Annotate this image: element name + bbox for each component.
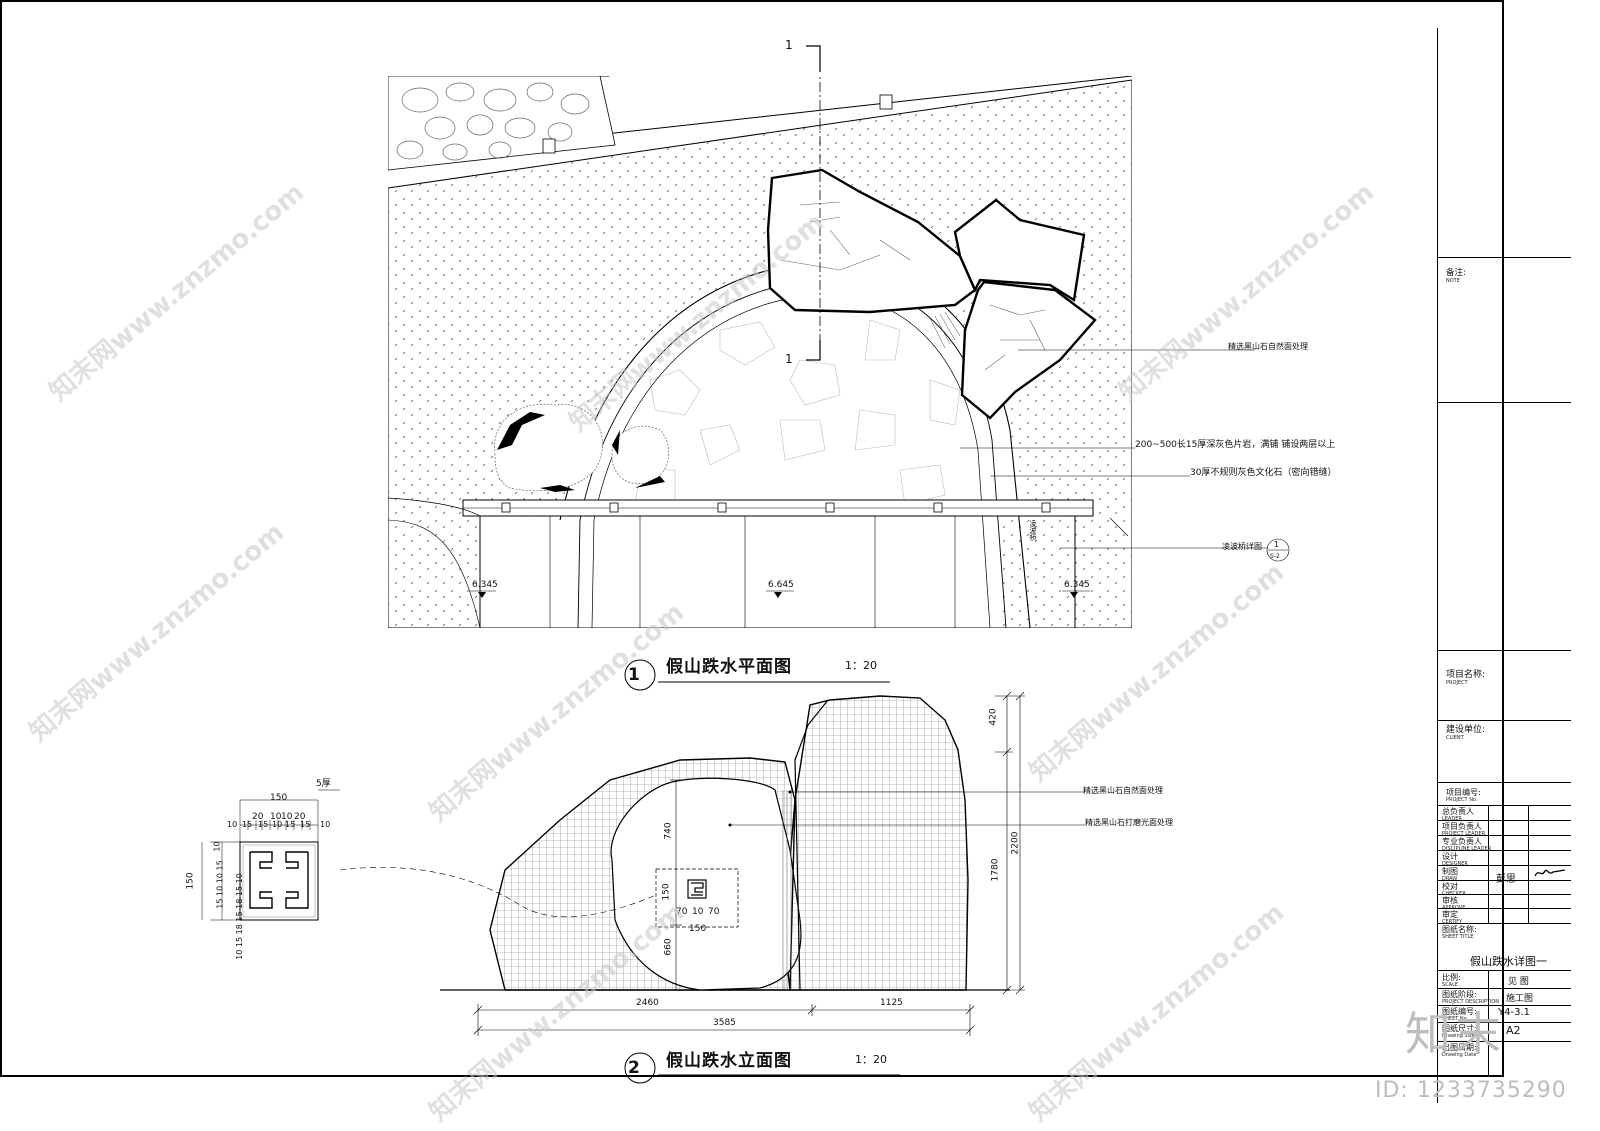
dim-1125: 1125 xyxy=(880,998,903,1008)
section-mark-bottom: 1 xyxy=(785,352,793,366)
bridge-label: 凌波桥 xyxy=(1029,520,1037,541)
drafter-signature xyxy=(1534,869,1566,877)
pattern-top-part-1: 20 xyxy=(252,812,264,822)
level-left: 6.345 xyxy=(472,580,498,590)
elevation-view xyxy=(339,691,1085,1036)
bridge-ref-sheet: S-2 xyxy=(1270,553,1280,560)
pattern-left-parts: 15 10 10 15 xyxy=(215,860,225,909)
sheet-title: 假山跌水详图一 xyxy=(1470,955,1547,968)
sheet-title-label: 图纸名称:SHEET TITLE xyxy=(1442,925,1477,940)
project-label: 项目名称:PROJECT xyxy=(1446,670,1486,687)
pattern-top-p2-2: 15 xyxy=(242,820,253,829)
level-right: 6.345 xyxy=(1064,580,1090,590)
pattern-top-part-3: 10 xyxy=(281,812,293,822)
dim-420: 420 xyxy=(988,708,999,726)
project-no-label: 项目编号:PROJECT No. xyxy=(1446,788,1481,803)
client-label: 建设单位:CLIENT xyxy=(1446,725,1486,742)
section-mark-top: 1 xyxy=(785,38,793,52)
pattern-top-p2-3: 15 xyxy=(258,820,269,829)
scale-label: 比例:SCALE xyxy=(1442,973,1461,988)
drafter-name: 彭思 xyxy=(1496,874,1516,885)
plan-callout-culture-stone: 30厚不规则灰色文化石（密向错缝） xyxy=(1190,468,1337,478)
desc-label: 图纸阶段:PROJECT DESCRIPTION xyxy=(1442,990,1500,1005)
pattern-detail xyxy=(201,789,340,921)
emblem-dim-a: 70 xyxy=(676,907,688,917)
emblem-dim-b: 10 xyxy=(692,907,704,917)
pattern-left-parts2: 10 15 18 15 18 15 10 xyxy=(234,873,244,960)
title-block: 备注:NOTE 项目名称:PROJECT 建设单位:CLIENT 项目编号:PR… xyxy=(1437,28,1571,1103)
sheet-no: Y4-3.1 xyxy=(1498,1007,1530,1018)
plan-title-number: 1 xyxy=(628,665,641,685)
sheet-no-label: 图纸编号:SHEET No. xyxy=(1442,1007,1477,1022)
pattern-top-p2-4: 10 xyxy=(272,820,283,829)
watermark-id: ID: 1233735290 xyxy=(1375,1078,1567,1103)
drawing-frame xyxy=(0,0,1504,1077)
pattern-top-p2-1: 10 xyxy=(227,820,238,829)
size-value: A2 xyxy=(1506,1024,1521,1037)
pattern-top-part-2: 10 xyxy=(270,812,282,822)
pattern-top-p2-6: 15 xyxy=(300,820,311,829)
pattern-inner-mid: 10 xyxy=(212,841,222,852)
elevation-scale: 1：20 xyxy=(855,1053,887,1066)
plan-callout-slate: 200~500长15厚深灰色片岩，满铺 铺设两层以上 xyxy=(1135,440,1336,450)
elevation-title-number: 2 xyxy=(628,1058,641,1078)
pattern-top-total: 150 xyxy=(270,793,288,803)
note-label: 备注:NOTE xyxy=(1446,268,1466,285)
plan-callout-rock: 精选黑山石自然面处理 xyxy=(1228,342,1308,351)
scale-value: 见 图 xyxy=(1508,977,1529,987)
plan-title: 假山跌水平面图 xyxy=(666,657,792,677)
date-label: 出图日期:Drawing Date xyxy=(1442,1043,1477,1058)
pattern-thickness: 5厚 xyxy=(316,779,331,789)
dim-1780: 1780 xyxy=(990,858,1001,882)
dim-2200: 2200 xyxy=(1010,831,1021,855)
size-label: 图纸尺寸:Drawing Size xyxy=(1442,1024,1477,1039)
plan-title-symbol xyxy=(624,659,890,691)
emblem-dim-c: 70 xyxy=(708,907,720,917)
elev-callout-polished: 精选黑山石打磨光面处理 xyxy=(1085,818,1173,827)
elevation-title: 假山跌水立面图 xyxy=(666,1051,792,1071)
dim-740: 740 xyxy=(663,822,674,840)
emblem-dim-width: 150 xyxy=(689,924,707,934)
plan-scale: 1：20 xyxy=(845,659,877,672)
plan-callout-bridge: 凌波桥详图 xyxy=(1222,542,1262,551)
pattern-top-p2-5: 15 xyxy=(285,820,296,829)
plan-view xyxy=(388,76,1132,628)
elev-callout-natural: 精选黑山石自然面处理 xyxy=(1083,786,1163,795)
dim-3585: 3585 xyxy=(713,1018,736,1028)
bridge-ref-number: 1 xyxy=(1274,540,1280,549)
dim-2460: 2460 xyxy=(636,998,659,1008)
pattern-top-part-4: 20 xyxy=(294,812,306,822)
pattern-top-p2-7: 10 xyxy=(320,820,331,829)
desc-value: 施工图 xyxy=(1506,994,1534,1004)
level-center: 6.645 xyxy=(768,580,794,590)
watermark-brand: 知末 xyxy=(1405,1007,1505,1061)
pattern-left-total: 150 xyxy=(185,872,196,890)
